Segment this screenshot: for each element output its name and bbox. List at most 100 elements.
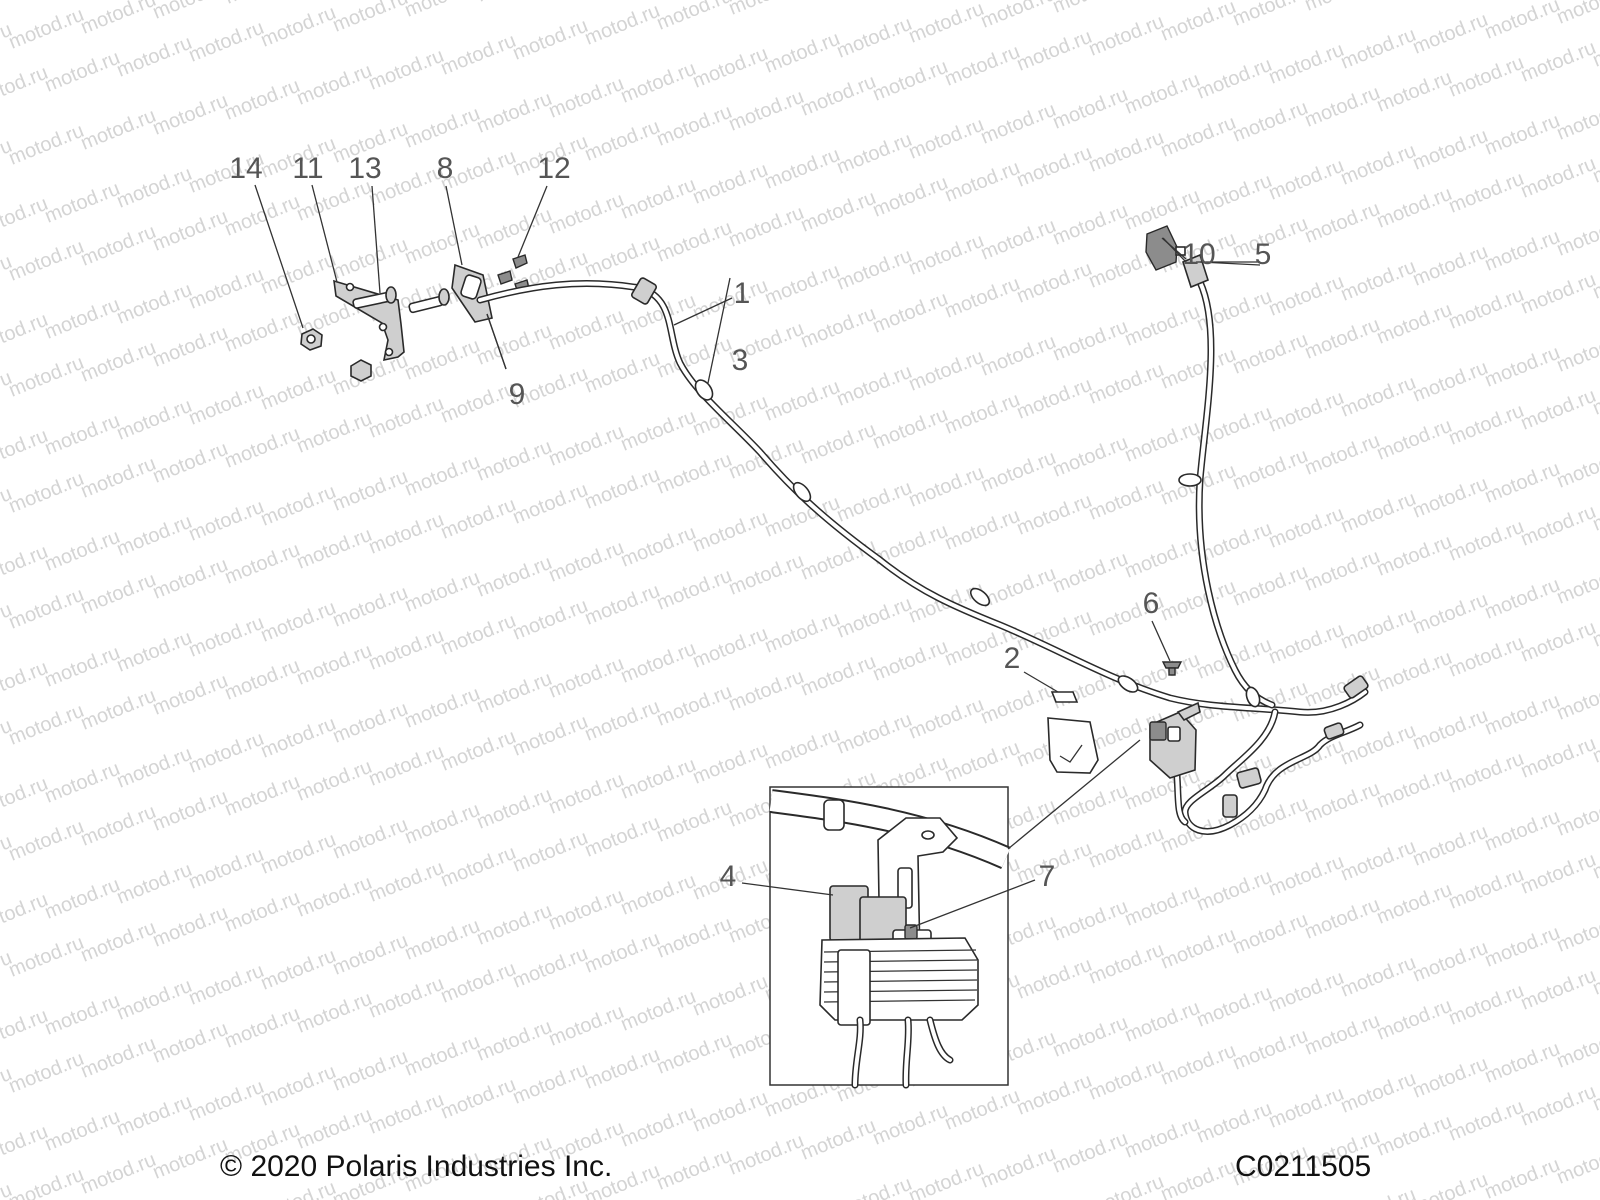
side-connector bbox=[1222, 767, 1262, 818]
watermark-text: motod.ru bbox=[42, 294, 123, 344]
watermark-text: motod.ru bbox=[366, 509, 447, 559]
watermark-text: motod.ru bbox=[1194, 982, 1275, 1032]
watermark-text: motod.ru bbox=[1482, 1154, 1563, 1200]
watermark-text: motod.ru bbox=[114, 32, 195, 82]
watermark-text: motod.ru bbox=[582, 696, 663, 746]
watermark-text: motod.ru bbox=[1230, 0, 1311, 31]
watermark-text: motod.ru bbox=[1374, 995, 1455, 1045]
watermark-text: motod.ru bbox=[114, 975, 195, 1025]
watermark-text: motod.ru bbox=[1230, 561, 1311, 611]
watermark-text: motod.ru bbox=[1086, 127, 1167, 177]
watermark-text: motod.ru bbox=[6, 932, 87, 982]
watermark-text: motod.ru bbox=[294, 60, 375, 110]
callout-7: 7 bbox=[1039, 860, 1056, 893]
watermark-text: motod.ru bbox=[42, 410, 123, 460]
watermark-text: motod.ru bbox=[1554, 907, 1600, 957]
watermark-text: motod.ru bbox=[186, 264, 267, 314]
watermark-text: motod.ru bbox=[510, 479, 591, 529]
watermark-text: motod.ru bbox=[474, 0, 555, 7]
watermark-text: motod.ru bbox=[870, 636, 951, 686]
watermark-text: motod.ru bbox=[150, 206, 231, 256]
watermark-text: motod.ru bbox=[1518, 617, 1599, 667]
watermark-text: motod.ru bbox=[1374, 0, 1455, 1]
watermark-text: motod.ru bbox=[0, 1121, 51, 1171]
watermark-text: motod.ru bbox=[546, 769, 627, 819]
callout-4: 4 bbox=[720, 860, 737, 893]
watermark-text: motod.ru bbox=[1482, 226, 1563, 276]
watermark-text: motod.ru bbox=[330, 814, 411, 864]
watermark-text: motod.ru bbox=[1086, 823, 1167, 873]
watermark-text: motod.ru bbox=[78, 801, 159, 851]
watermark-text: motod.ru bbox=[0, 541, 51, 591]
watermark-text: motod.ru bbox=[1266, 271, 1347, 321]
watermark-text: motod.ru bbox=[618, 638, 699, 688]
watermark-text: motod.ru bbox=[1050, 316, 1131, 366]
callout-labels: 14 11 13 8 12 1 3 9 10 5 6 2 4 7 bbox=[229, 152, 1271, 893]
watermark-text: motod.ru bbox=[330, 466, 411, 516]
watermark-text: motod.ru bbox=[402, 335, 483, 385]
watermark-text: motod.ru bbox=[222, 539, 303, 589]
watermark-text: motod.ru bbox=[1158, 1156, 1239, 1200]
harness-end-connector bbox=[1323, 675, 1369, 740]
watermark-text: motod.ru bbox=[690, 739, 771, 789]
watermark-text: motod.ru bbox=[402, 799, 483, 849]
watermark-text: motod.ru bbox=[546, 885, 627, 935]
watermark-text: motod.ru bbox=[1266, 387, 1347, 437]
watermark-text: motod.ru bbox=[186, 960, 267, 1010]
watermark-text: motod.ru bbox=[150, 554, 231, 604]
watermark-text: motod.ru bbox=[1122, 997, 1203, 1047]
watermark-text: motod.ru bbox=[834, 129, 915, 179]
watermark-text: motod.ru bbox=[978, 1143, 1059, 1193]
cable-tie bbox=[1245, 686, 1261, 708]
watermark-text: motod.ru bbox=[0, 773, 51, 823]
watermark-text: motod.ru bbox=[1338, 604, 1419, 654]
watermark-text: motod.ru bbox=[1374, 183, 1455, 233]
watermark-text: motod.ru bbox=[474, 552, 555, 602]
watermark-text: motod.ru bbox=[726, 1130, 807, 1180]
watermark-text: motod.ru bbox=[582, 1044, 663, 1094]
watermark-text: motod.ru bbox=[1410, 357, 1491, 407]
watermark-text: motod.ru bbox=[1014, 490, 1095, 540]
watermark-text: motod.ru bbox=[6, 584, 87, 634]
watermark-text: motod.ru bbox=[1554, 791, 1600, 841]
watermark-text: motod.ru bbox=[330, 234, 411, 284]
watermark-text: motod.ru bbox=[222, 1003, 303, 1053]
watermark-text: motod.ru bbox=[582, 0, 663, 50]
watermark-text: motod.ru bbox=[222, 423, 303, 473]
callout-11: 11 bbox=[292, 152, 323, 185]
watermark-text: motod.ru bbox=[1050, 896, 1131, 946]
watermark-text: motod.ru bbox=[654, 217, 735, 267]
watermark-text: motod.ru bbox=[222, 191, 303, 241]
watermark-text: motod.ru bbox=[1410, 937, 1491, 987]
watermark-text: motod.ru bbox=[1374, 531, 1455, 581]
watermark-text: motod.ru bbox=[474, 784, 555, 834]
watermark-text: motod.ru bbox=[1194, 1098, 1275, 1148]
watermark-text: motod.ru bbox=[798, 651, 879, 701]
watermark-text: motod.ru bbox=[1266, 967, 1347, 1017]
watermark-text: motod.ru bbox=[582, 348, 663, 398]
watermark-text: motod.ru bbox=[942, 157, 1023, 207]
watermark-text: motod.ru bbox=[402, 915, 483, 965]
watermark-text: motod.ru bbox=[762, 376, 843, 426]
watermark-text: motod.ru bbox=[510, 711, 591, 761]
watermark-text: motod.ru bbox=[258, 597, 339, 647]
watermark-text: motod.ru bbox=[1086, 11, 1167, 61]
watermark-text: motod.ru bbox=[798, 1115, 879, 1165]
watermark-text: motod.ru bbox=[402, 103, 483, 153]
watermark-text: motod.ru bbox=[1158, 576, 1239, 626]
watermark-text: motod.ru bbox=[150, 90, 231, 140]
relay-assembly bbox=[1149, 701, 1201, 779]
watermark-text: motod.ru bbox=[78, 1033, 159, 1083]
watermark-text: motod.ru bbox=[1338, 256, 1419, 306]
cable-tie bbox=[1178, 473, 1202, 487]
watermark-text: motod.ru bbox=[1482, 110, 1563, 160]
watermark-text: motod.ru bbox=[1482, 1038, 1563, 1088]
watermark-text: motod.ru bbox=[1302, 430, 1383, 480]
watermark-text: motod.ru bbox=[762, 260, 843, 310]
watermark-text: motod.ru bbox=[690, 275, 771, 325]
watermark-text: motod.ru bbox=[258, 829, 339, 879]
watermark-text: motod.ru bbox=[186, 1076, 267, 1126]
watermark-text: motod.ru bbox=[906, 230, 987, 280]
watermark-text: motod.ru bbox=[1374, 879, 1455, 929]
watermark-text: motod.ru bbox=[1554, 1023, 1600, 1073]
